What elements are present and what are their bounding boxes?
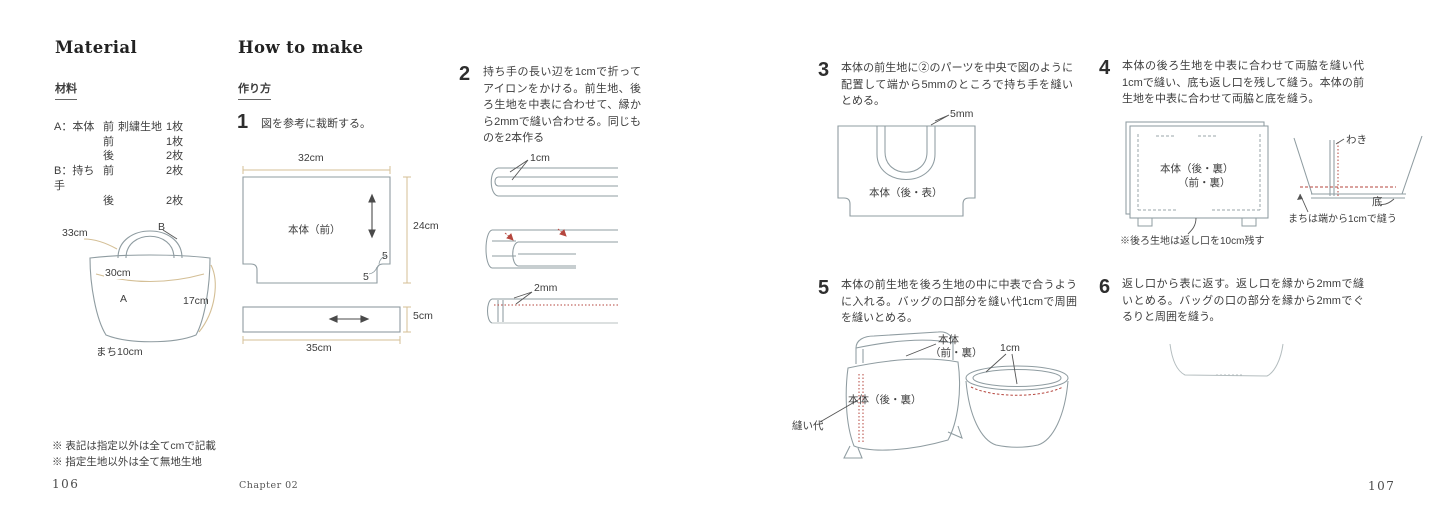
bag-height-label: 17cm bbox=[183, 295, 209, 307]
notch-height-label: 5 bbox=[363, 271, 369, 283]
handle-sewing-diagram: 1cm 2mm bbox=[478, 146, 638, 334]
chapter-label: Chapter 02 bbox=[239, 480, 299, 491]
handle-placement-drawing bbox=[837, 114, 976, 217]
material-sub: 前 bbox=[103, 135, 114, 148]
page-number-right: 107 bbox=[1368, 479, 1396, 493]
cutting-layout-drawing bbox=[242, 166, 411, 344]
handle-sewing-drawing bbox=[485, 159, 618, 324]
layers-front-label: （前・裏） bbox=[1178, 177, 1231, 189]
material-fabric bbox=[118, 194, 166, 209]
outer-back-label: 本体（後・裏） bbox=[848, 394, 922, 406]
material-sub: 後 bbox=[103, 194, 114, 207]
part-a-label: A bbox=[120, 293, 128, 305]
note-line: ※ 表記は指定以外は全てcmで記載 bbox=[52, 440, 216, 452]
material-fabric bbox=[118, 135, 166, 150]
step-6-text: 返し口から表に返す。返し口を縁から2mmで縫いとめる。バッグの口の部分を縁から2… bbox=[1122, 278, 1364, 323]
piece-width-label: 32cm bbox=[298, 152, 324, 164]
material-notes: ※ 表記は指定以外は全てcmで記載 ※ 指定生地以外は全て無地生地 bbox=[52, 439, 216, 470]
opening-width-label: 30cm bbox=[104, 267, 132, 279]
material-part bbox=[54, 135, 103, 150]
howto-heading: How to make bbox=[238, 38, 364, 57]
opening-note-label: ※後ろ生地は返し口を10cm残す bbox=[1120, 236, 1265, 247]
piece-height-label: 24cm bbox=[413, 220, 439, 232]
handle-placement-diagram: 5mm 本体（後・表） bbox=[833, 108, 993, 250]
page-number-left: 106 bbox=[52, 477, 80, 491]
nesting-drawing bbox=[819, 331, 1069, 459]
turn-out-drawing bbox=[1169, 343, 1284, 377]
step-3-text: 本体の前生地に②のパーツを中央で図のように配置して端から5mmのところで持ち手を… bbox=[841, 62, 1073, 107]
howto-heading-jp: 作り方 bbox=[238, 80, 271, 100]
strip-length-label: 35cm bbox=[306, 342, 332, 354]
inner-front-label-1: 本体 bbox=[938, 334, 959, 346]
step-2-number: 2 bbox=[459, 63, 471, 85]
body-sewing-drawing bbox=[1125, 121, 1269, 235]
step-5-number: 5 bbox=[818, 277, 830, 299]
piece-name-label: 本体（前） bbox=[288, 224, 341, 236]
step-5-text: 本体の前生地を後ろ生地の中に中表で合うように入れる。バッグの口部分を縫い代1cm… bbox=[841, 279, 1077, 324]
material-heading-jp: 材料 bbox=[55, 80, 77, 100]
step-3-number: 3 bbox=[818, 59, 830, 81]
handle-length-label: 33cm bbox=[62, 227, 88, 239]
gusset-detail-diagram: わき 底 まちは端から1cmで縫う bbox=[1286, 126, 1441, 231]
bottom-label: 底 bbox=[1372, 196, 1383, 208]
turn-out-diagram bbox=[1158, 342, 1298, 394]
gusset-detail-drawing bbox=[1293, 135, 1423, 213]
material-qty: 2枚 bbox=[166, 150, 184, 163]
part-b-label: B bbox=[158, 221, 166, 233]
seam-allowance-label: 縫い代 bbox=[792, 420, 824, 432]
material-qty: 2枚 bbox=[166, 194, 184, 207]
step-1-text: 図を参考に裁断する。 bbox=[261, 118, 371, 130]
material-sub: 前 bbox=[103, 165, 114, 178]
body-back-right-label: 本体（後・表） bbox=[869, 187, 943, 199]
stitch-width-label: 2mm bbox=[534, 282, 558, 294]
material-fabric bbox=[118, 149, 166, 164]
material-fabric: 刺繍生地 bbox=[118, 121, 162, 133]
layers-back-label: 本体（後・裏） bbox=[1160, 163, 1234, 175]
gusset-note-label: まちは端から1cmで縫う bbox=[1288, 214, 1397, 225]
material-heading: Material bbox=[55, 38, 138, 57]
material-sub: 後 bbox=[103, 150, 114, 163]
seam-5mm-label: 5mm bbox=[950, 108, 974, 120]
gusset-label: まち10cm bbox=[96, 346, 143, 358]
step-2-text: 持ち手の長い辺を1cmで折ってアイロンをかける。前生地、後ろ生地を中表に合わせて… bbox=[483, 66, 641, 144]
cutting-layout-diagram: 32cm 本体（前） 24cm 5 5 5cm 35cm bbox=[236, 152, 446, 364]
notch-width-label: 5 bbox=[382, 250, 388, 262]
material-part: B：持ち手 bbox=[54, 165, 95, 192]
material-part bbox=[54, 149, 103, 164]
step-4-text: 本体の後ろ生地を中表に合わせて両脇を縫い代1cmで縫い、底も返し口を残して縫う。… bbox=[1122, 60, 1364, 105]
bag-finished-diagram: 33cm B 30cm A 17cm まち10cm bbox=[50, 213, 230, 363]
material-qty: 2枚 bbox=[166, 165, 184, 178]
strip-height-label: 5cm bbox=[413, 310, 433, 322]
material-sub: 前 bbox=[103, 121, 114, 133]
nesting-diagram: 本体 （前・裏） 本体（後・裏） 縫い代 1cm bbox=[790, 328, 1082, 470]
rim-seam-label: 1cm bbox=[1000, 342, 1020, 354]
material-qty: 1枚 bbox=[166, 121, 184, 133]
inner-front-label-2: （前・裏） bbox=[930, 347, 983, 359]
fold-width-label: 1cm bbox=[530, 152, 550, 164]
side-seam-label: わき bbox=[1346, 134, 1367, 146]
material-part: A：本体 bbox=[54, 121, 95, 133]
body-sewing-diagram: 本体（後・裏） （前・裏） ※後ろ生地は返し口を10cm残す bbox=[1118, 116, 1283, 256]
material-fabric bbox=[118, 164, 166, 193]
material-part bbox=[54, 194, 103, 209]
step-4-number: 4 bbox=[1099, 57, 1111, 79]
step-1-number: 1 bbox=[237, 111, 249, 133]
material-qty: 1枚 bbox=[166, 135, 184, 148]
note-line: ※ 指定生地以外は全て無地生地 bbox=[52, 455, 202, 468]
step-6-number: 6 bbox=[1099, 276, 1111, 298]
